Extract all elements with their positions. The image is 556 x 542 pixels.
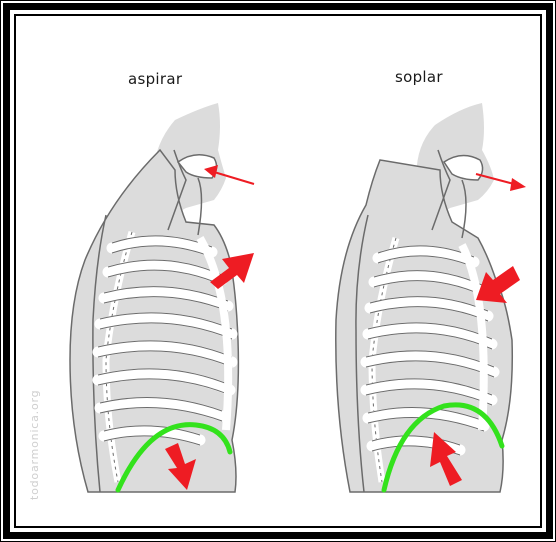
figure-exhale bbox=[336, 103, 526, 492]
figure-inhale bbox=[70, 103, 254, 492]
